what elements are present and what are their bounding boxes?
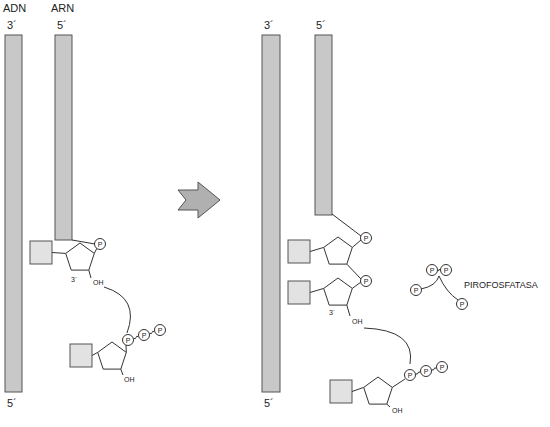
phosphate-circle: P (122, 334, 134, 346)
phosphate-symbol: P (158, 327, 163, 334)
glycosidic-bond (92, 352, 98, 355)
process-arrow (178, 182, 220, 218)
base-square (288, 281, 310, 304)
phosphate-symbol: P (408, 372, 413, 379)
strand-label: 3´ (7, 20, 17, 31)
hydrolysis-curve (439, 276, 458, 300)
strand-label: 5´ (264, 398, 274, 409)
strand-label: 5´ (316, 20, 326, 31)
phosphate-circle: P (138, 329, 150, 341)
hydroxyl-bond (347, 305, 350, 316)
phosphate-symbol: P (98, 241, 103, 248)
dna-strand (262, 35, 280, 392)
dna-strand (5, 35, 22, 392)
base-square (30, 241, 52, 264)
hydroxyl-bond (387, 404, 390, 407)
base-square (288, 240, 310, 263)
phosphate-circle: P (360, 275, 372, 287)
strand-label: 5´ (57, 20, 67, 31)
ribose-sugar (324, 278, 353, 305)
phosphate-symbol: P (444, 267, 449, 274)
phosphate-symbol: P (460, 301, 465, 308)
rna-strand (315, 35, 332, 215)
ribose-sugar (324, 237, 353, 264)
strand-label: ADN (3, 3, 26, 14)
strand-label: OH (93, 279, 104, 286)
base-square (330, 380, 352, 403)
ester-bond (392, 379, 405, 387)
phosphate-symbol: P (430, 267, 435, 274)
ribose-sugar (66, 243, 95, 270)
phosphate-circle: P (410, 284, 422, 296)
phosphodiester-bond (352, 240, 361, 247)
phosphate-circle: P (94, 238, 106, 250)
glycosidic-bond (310, 288, 324, 292)
glycosidic-bond (52, 252, 66, 254)
strand-label: 3´ (329, 309, 335, 316)
phosphate-circle: P (360, 232, 372, 244)
phosphate-circle: P (154, 324, 166, 336)
strand-label: OH (124, 376, 135, 383)
phosphate-symbol: P (440, 364, 445, 371)
strand-label: 5´ (7, 398, 17, 409)
rna-strand (55, 35, 72, 240)
strand-label: 3´ (71, 276, 77, 283)
hydroxyl-bond (89, 270, 91, 278)
glycosidic-bond (310, 247, 324, 251)
phosphate-symbol: P (364, 235, 369, 242)
nucleophilic-attack-curve (364, 328, 411, 364)
phosphodiester-bond (332, 214, 361, 236)
base-square (70, 344, 92, 367)
phosphate-symbol: P (414, 287, 419, 294)
glycosidic-bond (352, 387, 364, 391)
ribose-sugar (98, 342, 127, 369)
nucleophilic-attack-curve (104, 287, 130, 333)
phosphate-circle: P (456, 298, 468, 310)
strand-label: 3´ (264, 20, 274, 31)
strand-label: OH (392, 407, 403, 414)
phosphate-symbol: P (142, 332, 147, 339)
phosphodiester-bond (72, 240, 95, 244)
hydroxyl-bond (121, 369, 123, 375)
phosphate-symbol: P (126, 337, 131, 344)
phosphate-symbol: P (364, 278, 369, 285)
phosphate-symbol: P (424, 368, 429, 375)
hydrolysis-curve (421, 276, 439, 289)
phosphodiester-bond (347, 264, 361, 279)
phosphate-circle: P (440, 264, 452, 276)
strand-label: ARN (51, 3, 74, 14)
phosphate-circle: P (404, 369, 416, 381)
ribose-sugar (364, 377, 393, 404)
ester-bond (126, 345, 127, 352)
phosphate-circle: P (426, 264, 438, 276)
strand-label: OH (352, 318, 363, 325)
phosphate-circle: P (420, 365, 432, 377)
phosphate-circle: P (436, 361, 448, 373)
enzyme-label: PIROFOSFATASA (464, 281, 538, 290)
